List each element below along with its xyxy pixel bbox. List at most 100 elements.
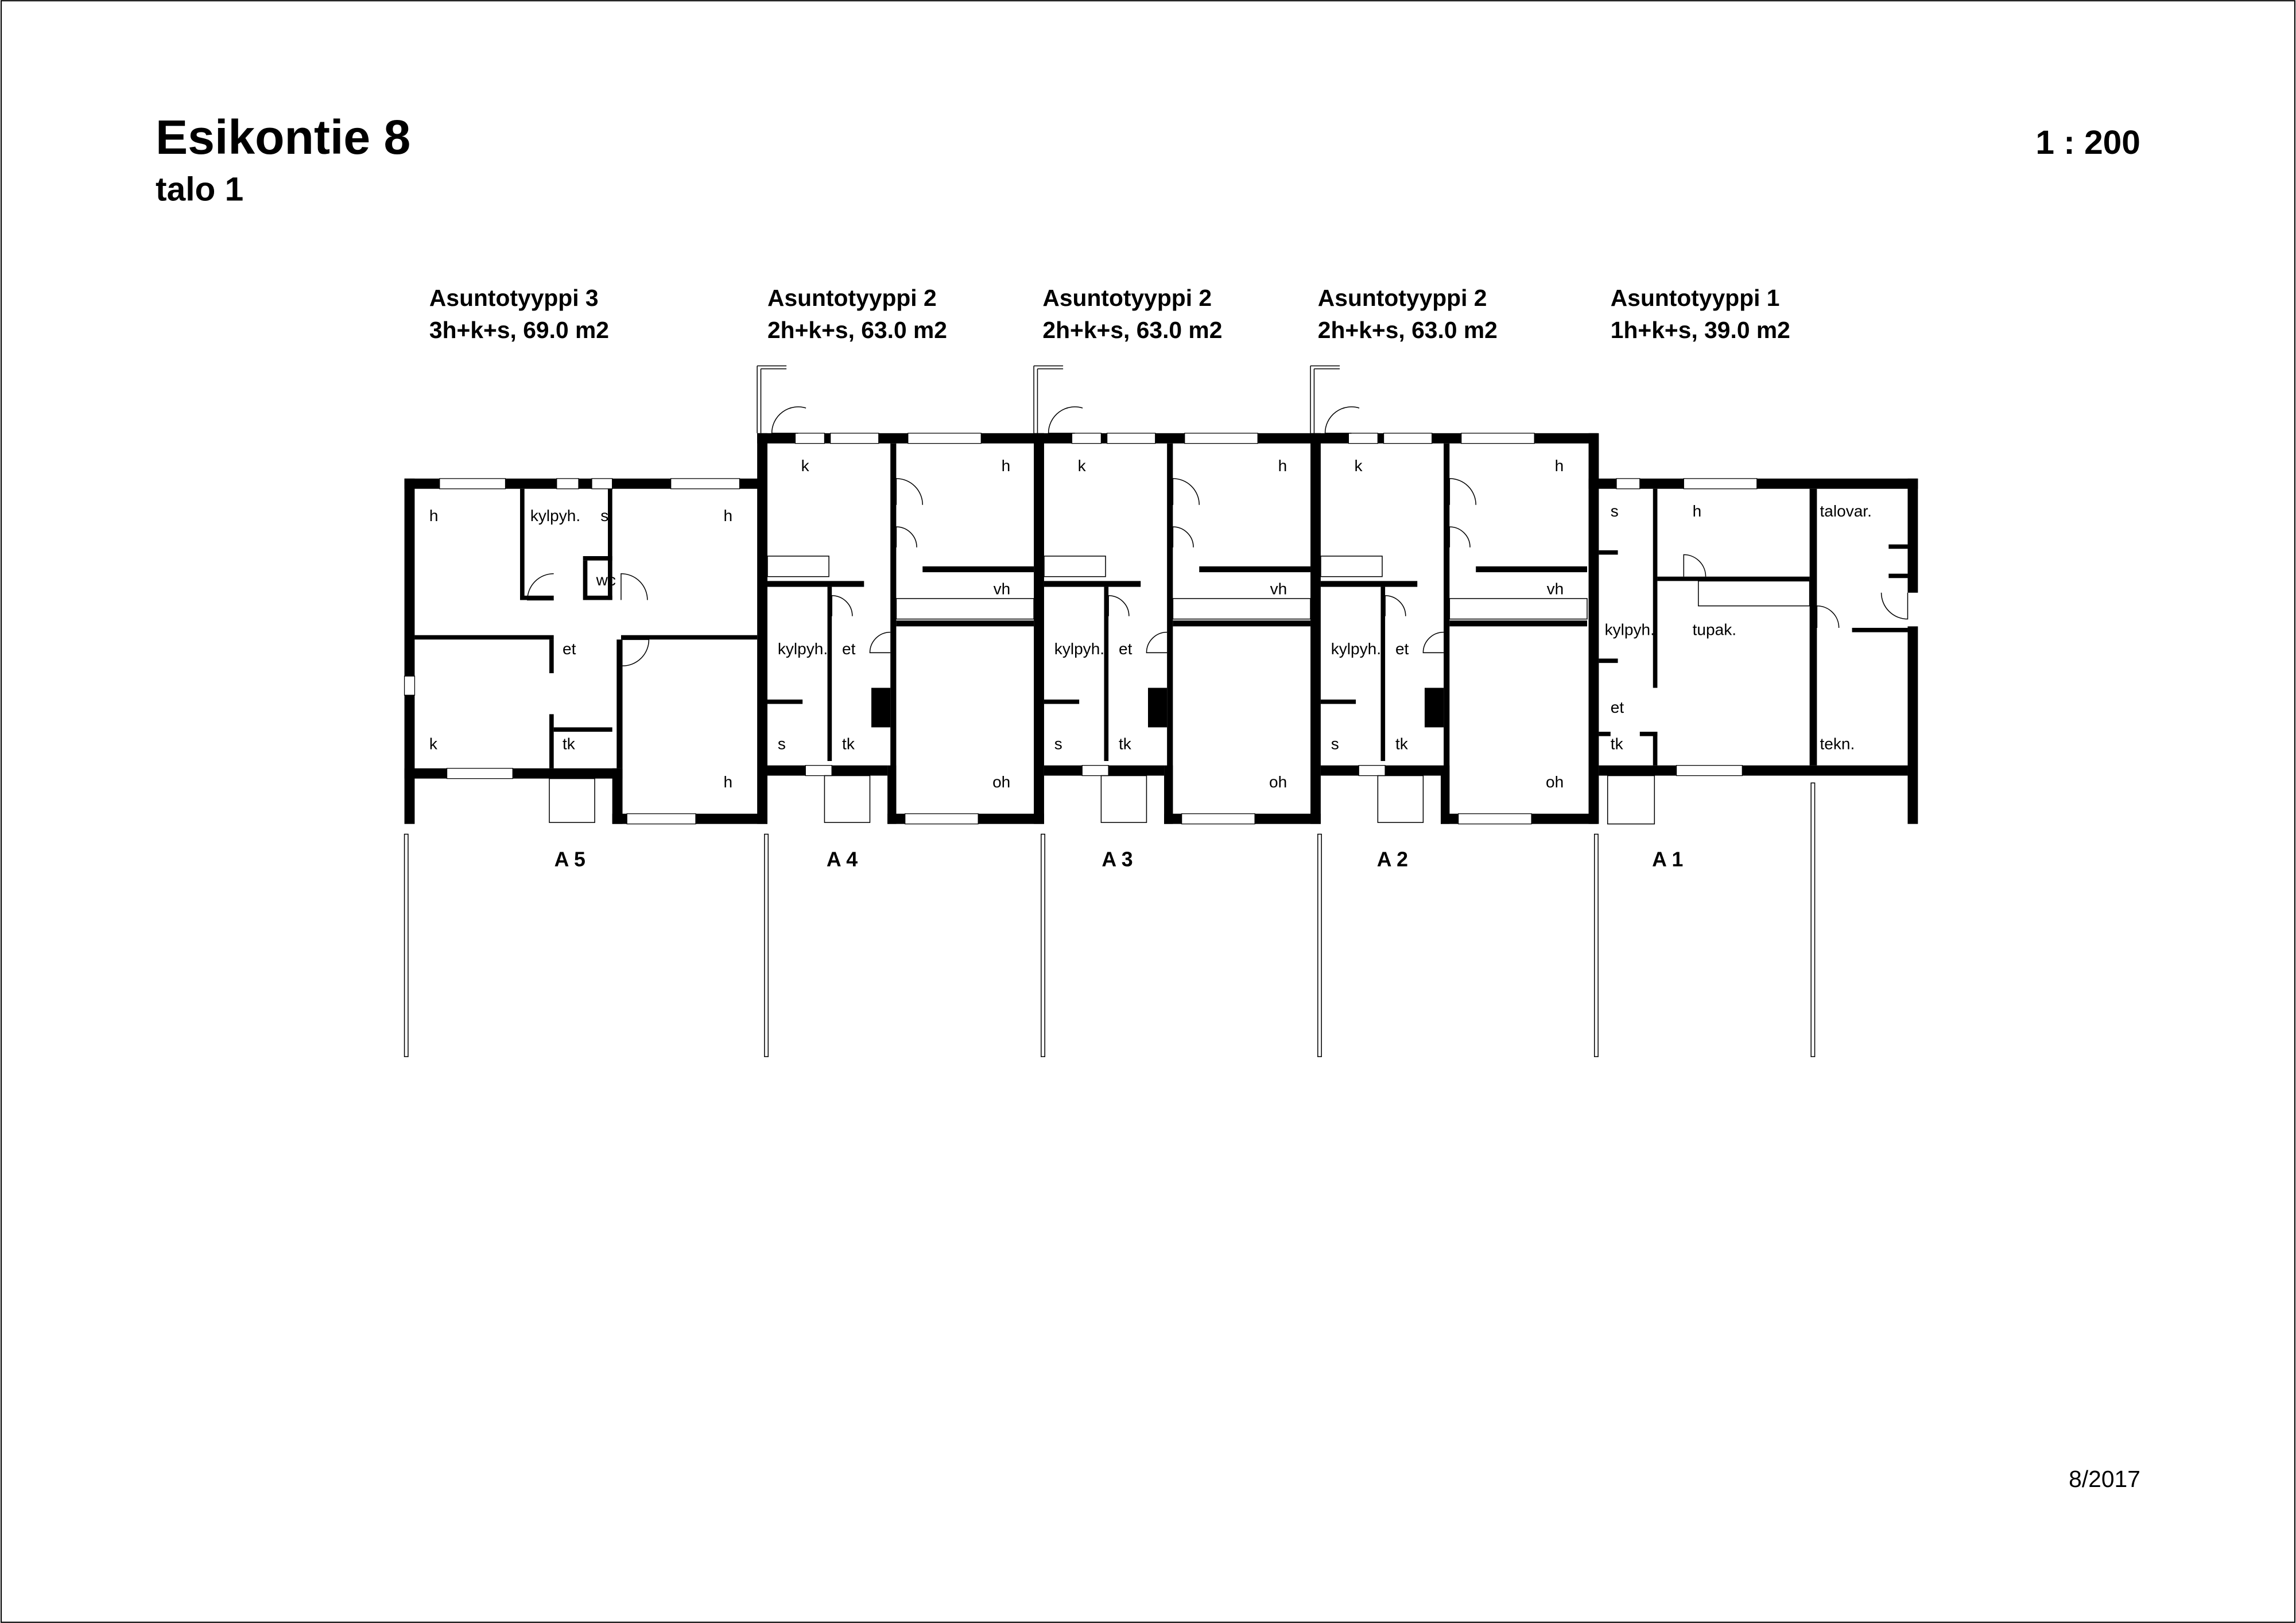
- room-label: k: [1078, 457, 1087, 475]
- window: [905, 813, 979, 825]
- wall: [922, 566, 1034, 573]
- room-label: s: [1611, 502, 1619, 520]
- wall: [1320, 699, 1356, 704]
- room-label: k: [801, 457, 810, 475]
- door-swing: [1384, 595, 1406, 616]
- room-label: talovar.: [1820, 502, 1871, 520]
- terrace-divider: [1810, 782, 1816, 1057]
- window: [1181, 813, 1255, 825]
- page-title: Esikontie 8: [156, 110, 410, 164]
- wall: [1809, 488, 1817, 766]
- room-label: et: [563, 640, 576, 658]
- door-swing: [1108, 595, 1130, 616]
- window: [1358, 765, 1386, 776]
- door-swing: [620, 573, 648, 600]
- room-label: k: [1355, 457, 1363, 475]
- room-label: kylpyh.: [778, 640, 828, 658]
- kitchen-counter: [767, 556, 829, 577]
- entrance-step: [1100, 775, 1147, 823]
- wall: [1653, 488, 1658, 688]
- wall: [1310, 433, 1321, 824]
- date-label: 8/2017: [2069, 1466, 2140, 1492]
- room-label: s: [1331, 735, 1339, 753]
- entrance-step: [1377, 775, 1424, 823]
- wall: [620, 635, 758, 640]
- apartment-type-spec: 2h+k+s, 63.0 m2: [767, 317, 947, 343]
- room-label: et: [1611, 698, 1624, 716]
- wall: [585, 595, 612, 600]
- apartment-type-name: Asuntotyyppi 2: [1042, 285, 1212, 311]
- apartment-type-name: Asuntotyyppi 2: [1318, 285, 1487, 311]
- wall: [1104, 587, 1109, 762]
- room-label: h: [1002, 457, 1011, 475]
- window: [907, 433, 982, 444]
- door-swing: [895, 478, 924, 505]
- unit-label: A 2: [1377, 848, 1408, 871]
- room-label: tk: [1611, 735, 1624, 753]
- window: [1348, 433, 1378, 444]
- window: [1184, 433, 1258, 444]
- room-label: oh: [1269, 773, 1287, 791]
- apartment-type-headers: Asuntotyyppi 33h+k+s, 69.0 m2Asuntotyypp…: [429, 285, 1790, 343]
- wall: [767, 699, 803, 704]
- apartment-type-spec: 1h+k+s, 39.0 m2: [1611, 317, 1790, 343]
- wall: [1852, 627, 1908, 632]
- wall: [612, 768, 623, 824]
- window: [439, 478, 506, 490]
- entrance-step: [1607, 775, 1655, 825]
- door-swing: [1146, 631, 1168, 654]
- room-label: et: [842, 640, 856, 658]
- unit-label: A 1: [1652, 848, 1683, 871]
- wall: [871, 688, 891, 728]
- room-label: kylpyh.: [530, 507, 580, 525]
- door-swing: [1172, 478, 1200, 505]
- door-swing: [1816, 605, 1840, 628]
- room-label: s: [778, 735, 786, 753]
- room-label: k: [429, 735, 438, 753]
- wall: [767, 581, 864, 587]
- room-label: tk: [1119, 735, 1132, 753]
- wall: [1424, 688, 1444, 728]
- door-swing: [1449, 526, 1471, 548]
- wall: [1173, 620, 1311, 627]
- window: [670, 478, 740, 490]
- window: [1106, 433, 1156, 444]
- room-label: et: [1119, 640, 1133, 658]
- wall: [1599, 658, 1618, 663]
- unit-label: A 4: [827, 848, 858, 871]
- room-label: h: [1555, 457, 1564, 475]
- room-label: kylpyh.: [1331, 640, 1381, 658]
- room-label: tk: [563, 735, 576, 753]
- wall: [1380, 587, 1386, 762]
- terrace-divider: [1593, 833, 1599, 1057]
- wall: [757, 433, 767, 824]
- door-swing: [1880, 592, 1909, 620]
- wall: [404, 768, 623, 779]
- window: [830, 433, 879, 444]
- unit-label: A 3: [1102, 848, 1133, 871]
- room-label: vh: [1547, 580, 1564, 597]
- wall: [414, 635, 554, 640]
- door-swing: [1324, 406, 1360, 434]
- room-label: kylpyh.: [1054, 640, 1104, 658]
- wall: [1599, 765, 1908, 776]
- wall: [583, 556, 612, 561]
- wall: [1199, 566, 1311, 573]
- wall: [1441, 765, 1450, 824]
- wall: [827, 587, 832, 762]
- door-swing: [1449, 478, 1476, 505]
- door-swing: [1172, 526, 1194, 548]
- wall: [1164, 765, 1173, 824]
- wall: [616, 639, 623, 768]
- terrace-divider: [764, 833, 769, 1057]
- wall: [553, 727, 612, 732]
- room-label: h: [723, 507, 732, 525]
- entrance-step: [549, 778, 595, 823]
- wall: [1449, 620, 1588, 627]
- wall: [1044, 581, 1141, 587]
- wall: [549, 714, 554, 768]
- room-label: oh: [992, 773, 1010, 791]
